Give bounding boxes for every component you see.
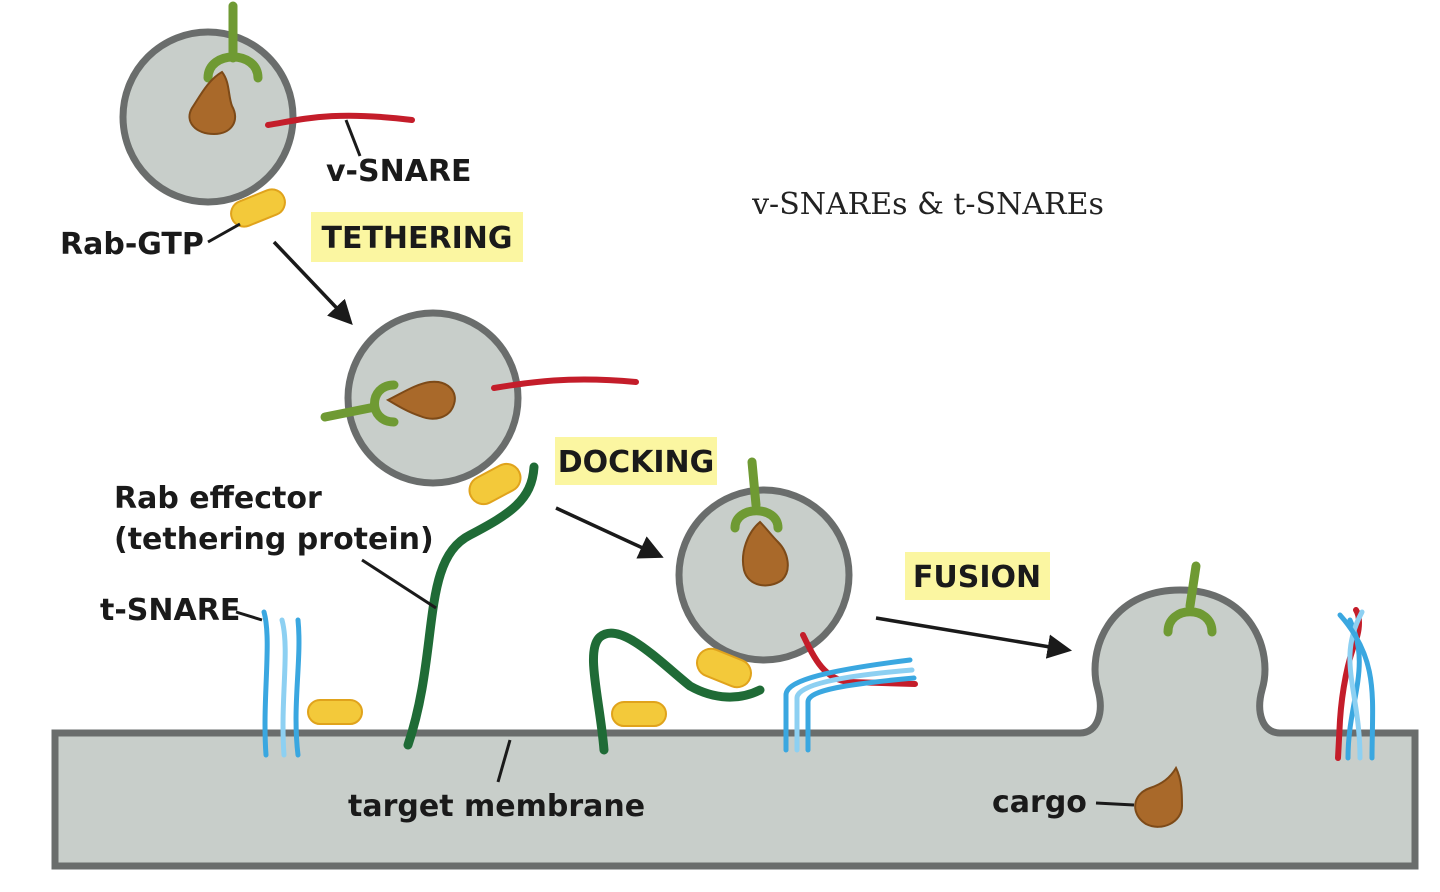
fusion-step-box — [905, 552, 1050, 600]
cargo-released — [1134, 765, 1184, 828]
v-snare-leader — [344, 119, 362, 157]
tethering-step-label: TETHERING — [321, 221, 512, 256]
rab-gtp-label: Rab-GTP — [60, 227, 204, 262]
t-snare-label: t-SNARE — [100, 593, 240, 628]
fused-cargo-receptor-stem — [1185, 561, 1201, 611]
rab-effector-label-line2: (tethering protein) — [114, 522, 434, 557]
t-snare-leader — [235, 610, 263, 622]
target-membrane-label: target membrane — [348, 789, 645, 824]
cargo-leader — [1095, 801, 1135, 807]
tethering-step-box — [311, 212, 523, 262]
docking-step-label: DOCKING — [558, 445, 715, 480]
arrow-to-fused — [875, 616, 1073, 659]
rab-effector-leader — [361, 558, 437, 610]
arrow-to-docking — [272, 240, 353, 325]
docking-step-box — [555, 437, 717, 485]
vesicle-tethering — [119, 1, 415, 228]
rab-gtp-membrane-2 — [611, 701, 667, 727]
v-snare-label: v-SNARE — [326, 154, 472, 189]
cargo-label: cargo — [992, 785, 1087, 820]
t-snare-bundle — [261, 609, 302, 758]
vesicle-docked — [675, 457, 918, 687]
rab-effector-label-line1: Rab effector — [114, 481, 322, 516]
rab-gtp-membrane-1 — [307, 699, 363, 725]
snare-complex-fused — [1335, 607, 1376, 761]
vesicle-docking — [320, 309, 639, 506]
target-membrane — [51, 586, 1419, 870]
rab-effector-tethering-protein — [403, 462, 539, 750]
target-membrane-leader — [496, 739, 512, 783]
fused-cargo-receptor-cup — [1163, 607, 1217, 637]
fusion-step-label: FUSION — [913, 560, 1041, 595]
t-snare-docking-complex — [783, 657, 917, 753]
rab-gtp-docked — [696, 647, 752, 689]
arrow-to-fusion — [555, 506, 664, 559]
rab-gtp-leader — [207, 222, 241, 244]
title: v-SNAREs & t-SNAREs — [751, 187, 1104, 222]
rab-effector-bent — [588, 628, 765, 755]
